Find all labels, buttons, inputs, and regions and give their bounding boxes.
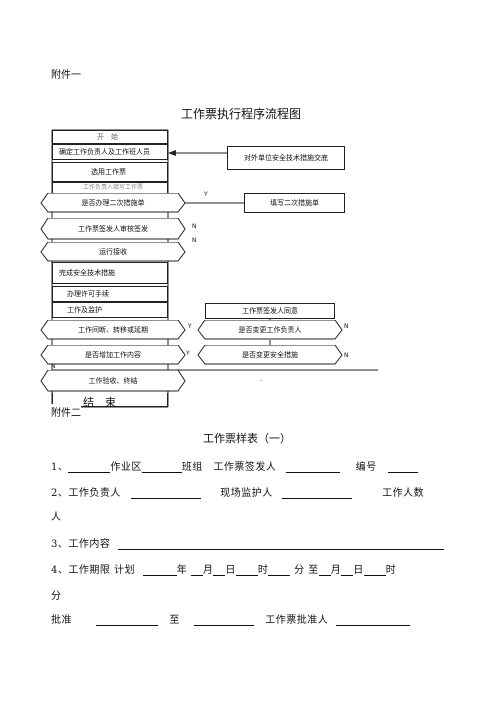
- box-issuer-agree: 工作票签发人同意: [205, 303, 335, 319]
- field-leader[interactable]: [130, 488, 201, 499]
- yn-n-3: N: [344, 323, 349, 330]
- form-l4-fen: 分: [294, 565, 305, 576]
- hex-change-leader: [197, 320, 343, 340]
- yn-n-5: N: [51, 363, 56, 370]
- form-line-2-wrap: 人: [51, 512, 62, 523]
- box-fill-second-text: 填写二次措施单: [270, 198, 319, 207]
- form-l4-yue2: 月: [330, 565, 342, 576]
- box-end-text: 结 束: [83, 396, 116, 409]
- hex-acceptance-label: 工作验收、终结: [88, 377, 138, 385]
- box-complete-safety: 完成安全技术措施: [52, 262, 168, 284]
- form-l4-yue: 月: [202, 565, 214, 576]
- field-work-content[interactable]: [118, 539, 445, 550]
- box-work-guard: 工作及监护: [52, 302, 168, 318]
- field-day-1[interactable]: [213, 565, 226, 576]
- form-l1-c: 编号: [355, 462, 377, 473]
- form-l1-num: 1、: [51, 462, 69, 473]
- attachment-2-label: 附件二: [51, 404, 81, 419]
- box-outside-text: 对外单位安全技术措施交底: [244, 153, 328, 162]
- form-l4-shi2: 时: [385, 565, 397, 576]
- yn-y-3: Y: [186, 350, 190, 357]
- form-line-3: 3、工作内容: [51, 535, 445, 550]
- yn-y-1: Y: [204, 191, 208, 198]
- form-line-4-wrap: 分: [51, 591, 62, 602]
- form-l1-b: 班组 工作票签发人: [181, 462, 277, 473]
- form-l2: 2、工作负责人: [51, 488, 121, 499]
- form-line-2: 2、工作负责人 现场监护人 工作人数: [51, 484, 424, 499]
- form-l2-c: 工作人数: [382, 488, 425, 499]
- box-permit-text: 办理许可手续: [67, 289, 109, 298]
- box-determine-text: 确定工作负责人及工作班人员: [59, 147, 150, 156]
- yn-n-1: N: [192, 223, 197, 230]
- field-work-area[interactable]: [68, 462, 111, 473]
- box-safety-text: 完成安全技术措施: [59, 268, 115, 277]
- box-end: 结 束: [52, 393, 168, 409]
- hex-operation-receive: [40, 242, 186, 262]
- field-month-2[interactable]: [318, 565, 331, 576]
- box-select-ticket: 选用工作票: [52, 162, 168, 182]
- hex-add-content-label: 是否增加工作内容: [85, 351, 141, 359]
- box-outside-unit-briefing: 对外单位安全技术措施交底: [227, 146, 345, 170]
- yn-n-2: N: [192, 237, 197, 244]
- form-l4-ri2: 日: [353, 565, 364, 576]
- hex-change-leader-label: 是否变更工作负责人: [238, 326, 302, 334]
- box-issuer-agree-text: 工作票签发人同意: [242, 306, 298, 315]
- hex-review-label: 工作票签发人审核签发: [78, 225, 148, 233]
- field-number[interactable]: [388, 462, 419, 473]
- form-l5-c: 工作票批准人: [265, 615, 329, 626]
- hex-interrupt: [40, 320, 186, 340]
- hex-receive-label: 运行接收: [99, 248, 127, 256]
- form-l2-b: 现场监护人: [220, 488, 273, 499]
- form-l4-shi: 时: [257, 565, 269, 576]
- field-month-1[interactable]: [190, 565, 203, 576]
- field-issuer[interactable]: [286, 462, 341, 473]
- yn-n-4: N: [344, 352, 349, 359]
- form-l1-a: 作业区: [110, 462, 142, 473]
- hex-second-measures-label: 是否办理二次措施单: [81, 199, 145, 207]
- form-l4: 4、工作期限 计划: [51, 565, 136, 576]
- form-l5: 批准: [51, 615, 72, 626]
- form-l5-b: 至: [169, 615, 180, 626]
- box-select-text: 选用工作票: [91, 167, 126, 176]
- box-fill-second-measures: 填写二次措施单: [244, 193, 345, 213]
- form-l4-zhi: 至: [308, 565, 319, 576]
- dot-mark: .: [260, 376, 262, 383]
- field-hour-1[interactable]: [235, 565, 258, 576]
- form-l3: 3、工作内容: [51, 539, 111, 550]
- field-approve-to[interactable]: [193, 615, 254, 626]
- field-hour-2[interactable]: [363, 565, 386, 576]
- hex-acceptance: [40, 370, 186, 392]
- hex-add-content: [40, 345, 186, 365]
- field-year[interactable]: [142, 565, 177, 576]
- field-approver[interactable]: [335, 615, 410, 626]
- attachment-1-label: 附件一: [51, 70, 81, 81]
- hex-interrupt-label: 工作间断、转移或延期: [78, 326, 148, 334]
- form-line-5: 批准 至 工作票批准人: [51, 611, 410, 626]
- field-day-2[interactable]: [341, 565, 354, 576]
- hex-change-measure: [197, 345, 343, 365]
- box-fill-text: 工作负责人填写工作票: [83, 184, 144, 191]
- flow-title: 工作票执行程序流程图: [181, 107, 302, 121]
- field-minute-1[interactable]: [268, 565, 291, 576]
- hex-second-measures: [40, 193, 186, 213]
- box-permit: 办理许可手续: [52, 286, 168, 302]
- form-line-1: 1、 作业区 班组 工作票签发人 编号: [51, 458, 419, 473]
- box-guard-text: 工作及监护: [67, 305, 102, 314]
- field-approve-from[interactable]: [95, 615, 158, 626]
- box-determine-personnel: 确定工作负责人及工作班人员: [52, 144, 168, 160]
- box-start: 开 始: [52, 130, 168, 144]
- form-line-4: 4、工作期限 计划 年 月日时 分 至月日时: [51, 561, 396, 576]
- yn-y-2: Y: [188, 323, 192, 330]
- box-start-text: 开 始: [97, 132, 118, 141]
- hex-review-issue: [40, 218, 186, 240]
- field-guardian[interactable]: [282, 488, 353, 499]
- form-title: 工作票样表（一）: [203, 432, 291, 445]
- field-team[interactable]: [141, 462, 182, 473]
- form-l4-ri: 日: [225, 565, 236, 576]
- hex-change-measure-label: 是否变更安全措施: [242, 351, 298, 359]
- form-l4-nian: 年: [176, 565, 188, 576]
